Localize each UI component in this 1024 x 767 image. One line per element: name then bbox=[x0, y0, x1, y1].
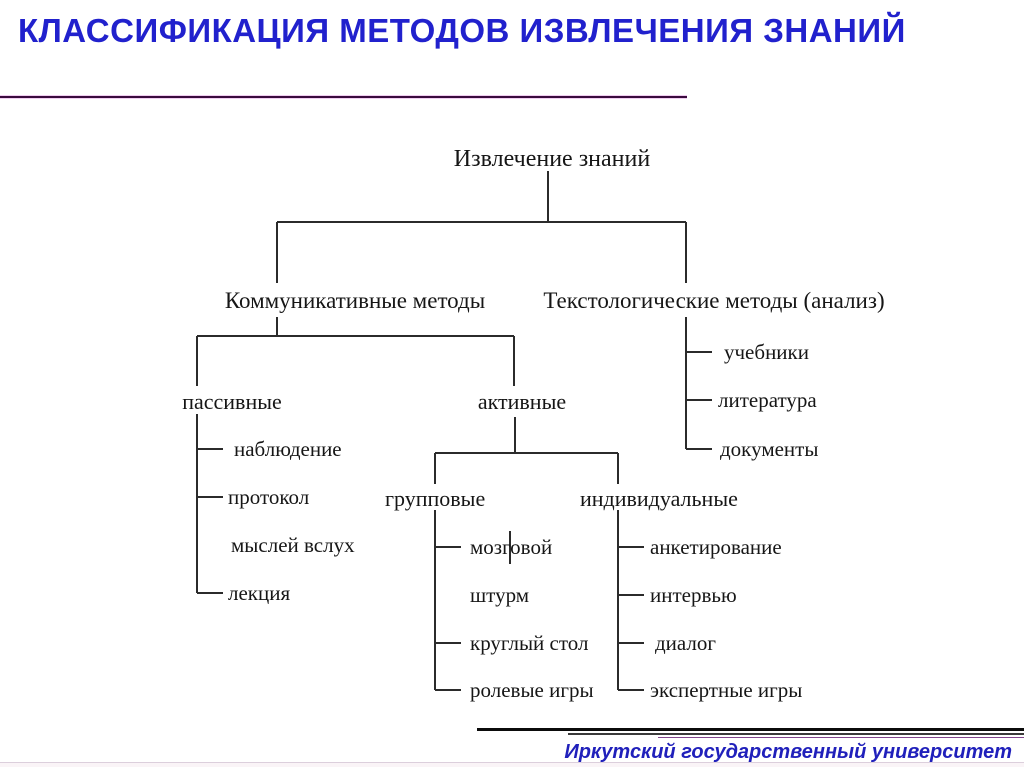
tree-branch-lines bbox=[196, 171, 712, 691]
tree-leaf-item: интервью bbox=[650, 583, 737, 607]
tree-node-communicative: Коммуникативные методы bbox=[224, 288, 486, 313]
tree-node-individual: индивидуальные bbox=[580, 486, 738, 511]
footer-divider-secondary bbox=[568, 733, 1024, 735]
page-title: КЛАССИФИКАЦИЯ МЕТОДОВ ИЗВЛЕЧЕНИЯ ЗНАНИЙ bbox=[18, 12, 906, 49]
bottom-edge-line bbox=[0, 762, 1024, 763]
tree-leaf-item: диалог bbox=[655, 631, 717, 655]
tree-root-label: Извлечение знаний bbox=[453, 146, 651, 172]
tree-leaf-item: анкетирование bbox=[650, 535, 782, 559]
tree-leaf-item: экспертные игры bbox=[650, 678, 803, 702]
tree-leaf-item: лекция bbox=[228, 581, 291, 605]
tree-node-group: групповые bbox=[385, 486, 486, 511]
tree-leaf-item: протокол bbox=[228, 485, 310, 509]
tree-node-passive: пассивные bbox=[182, 389, 282, 414]
tree-leaf-item: документы bbox=[720, 437, 819, 461]
tree-node-textological: Текстологические методы (анализ) bbox=[543, 288, 885, 313]
tree-leaf-item: штурм bbox=[470, 583, 530, 607]
tree-leaf-item: литература bbox=[718, 388, 817, 412]
footer-divider-primary bbox=[477, 728, 1024, 731]
title-underline bbox=[0, 95, 687, 99]
tree-leaf-item: ролевые игры bbox=[470, 678, 594, 702]
tree-leaf-item: учебники bbox=[724, 340, 809, 364]
tree-node-active: активные bbox=[477, 389, 567, 414]
bottom-edge-strip bbox=[0, 763, 1024, 767]
footer-divider-accent bbox=[658, 737, 1024, 738]
tree-leaf-item: мыслей вслух bbox=[231, 533, 355, 557]
tree-leaf-item: мозговой bbox=[470, 535, 553, 559]
tree-leaf-item: наблюдение bbox=[234, 437, 342, 461]
footer-university-label: Иркутский государственный университет bbox=[564, 741, 1012, 763]
tree-leaf-item: круглый стол bbox=[470, 631, 589, 655]
